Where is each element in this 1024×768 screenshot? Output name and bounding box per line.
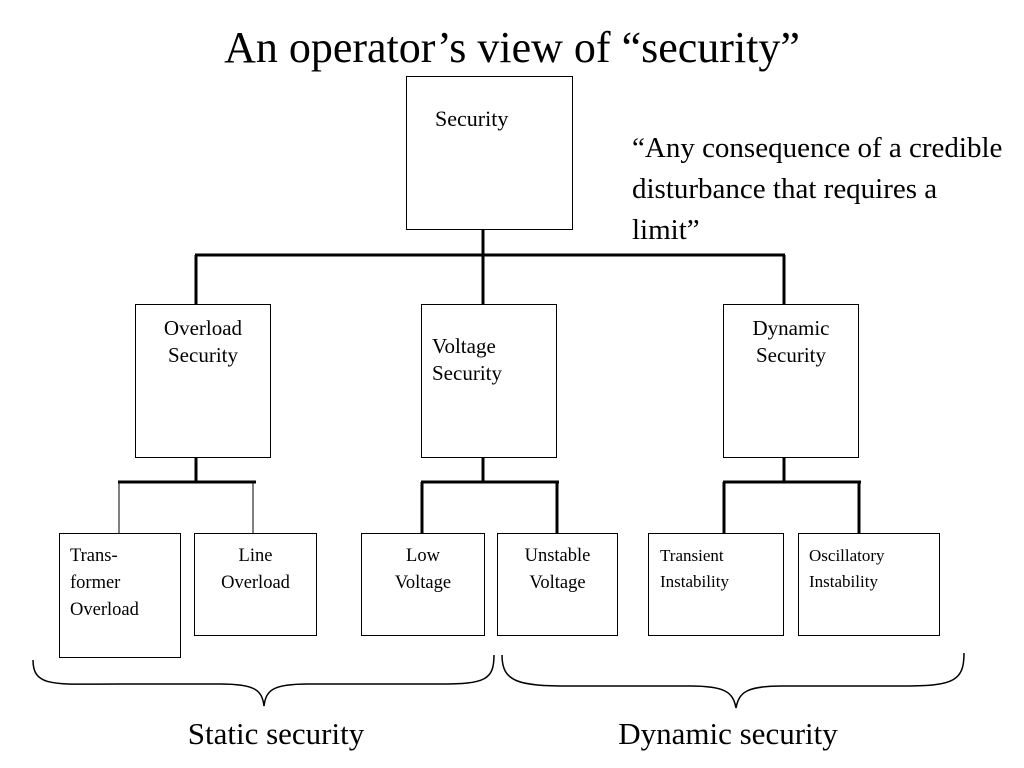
overload-security-label: Overload Security <box>163 316 243 368</box>
dynamic-security-label: Dynamic Security <box>752 316 830 368</box>
dynamic-brace <box>501 652 965 709</box>
transient-instability-label: Transient Instability <box>660 546 729 591</box>
static-brace <box>32 654 495 707</box>
transient-instability-node: Transient Instability <box>648 533 784 636</box>
dynamic-security-node: Dynamic Security <box>723 304 859 458</box>
security-node: Security <box>406 76 573 230</box>
oscillatory-instability-label: Oscillatory Instability <box>809 546 885 591</box>
unstable-voltage-node: Unstable Voltage <box>497 533 618 636</box>
line-overload-node: Line Overload <box>194 533 317 636</box>
line-overload-label: Line Overload <box>221 546 290 593</box>
page-title: An operator’s view of “security” <box>224 23 800 72</box>
voltage-security-label: Voltage Security <box>432 334 502 386</box>
dynamic-security-group-label: Dynamic security <box>618 716 838 751</box>
static-security-label: Static security <box>187 716 365 751</box>
oscillatory-instability-node: Oscillatory Instability <box>798 533 940 636</box>
definition-quote: “Any consequence of a credible disturban… <box>632 132 1003 246</box>
voltage-security-node: Voltage Security <box>421 304 557 458</box>
transformer-overload-node: Trans- former Overload <box>59 533 181 658</box>
low-voltage-label: Low Voltage <box>394 546 452 593</box>
unstable-voltage-label: Unstable Voltage <box>524 546 591 593</box>
security-node-label: Security <box>435 106 509 131</box>
low-voltage-node: Low Voltage <box>361 533 485 636</box>
overload-security-node: Overload Security <box>135 304 271 458</box>
transformer-overload-label: Trans- former Overload <box>70 546 139 620</box>
